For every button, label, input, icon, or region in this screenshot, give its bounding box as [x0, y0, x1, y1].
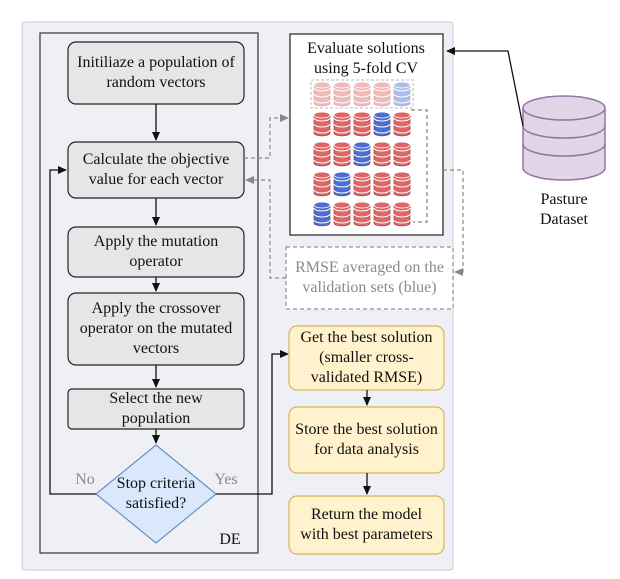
arrow-dataset-cv [446, 47, 524, 127]
training-fold-db-icon [353, 111, 371, 137]
return-model-label: Return the model with best parameters [300, 506, 433, 543]
no-label: No [75, 471, 95, 488]
validation-fold-db-icon [353, 141, 371, 167]
validation-fold-db-icon [313, 201, 331, 227]
return-model-box [288, 495, 445, 555]
cv-fold-grid [310, 79, 414, 227]
training-fold-db-icon [333, 201, 351, 227]
cv-title: Evaluate solutions using 5-fold CV [307, 40, 425, 77]
dataset-cylinder-icon [522, 95, 606, 181]
select-label: Select the new population [109, 390, 203, 427]
training-fold-db-icon [313, 81, 331, 107]
objective-label: Calculate the objective value for each v… [82, 151, 230, 188]
arrow-yes-best [216, 350, 289, 495]
training-fold-db-icon [373, 81, 391, 107]
training-fold-db-icon [313, 111, 331, 137]
training-fold-db-icon [353, 171, 371, 197]
training-fold-db-icon [393, 171, 411, 197]
arrow-no-loop [49, 166, 96, 495]
validation-fold-db-icon [333, 171, 351, 197]
training-fold-db-icon [333, 111, 351, 137]
init-label: Initiliaze a population of random vector… [77, 54, 235, 91]
training-fold-db-icon [353, 201, 371, 227]
training-fold-db-icon [333, 81, 351, 107]
stop-label: Stop criteria satisfied? [116, 475, 196, 512]
store-best-label: Store the best solution for data analysi… [295, 421, 438, 458]
arrow-cv-rmse [443, 169, 464, 276]
original-dataset-row-frame [310, 79, 414, 109]
cv-fold-connector-1 [411, 109, 428, 223]
training-fold-db-icon [373, 201, 391, 227]
rmse-box [285, 246, 454, 310]
rmse-label: RMSE averaged on the validation sets (bl… [295, 259, 444, 296]
arrow-objective-cv [244, 114, 289, 159]
training-fold-db-icon [333, 141, 351, 167]
training-fold-db-icon [393, 111, 411, 137]
dataset-label: Pasture Dataset [540, 191, 588, 228]
stop-diamond [95, 444, 217, 544]
training-fold-db-icon [313, 141, 331, 167]
get-best-label: Get the best solution (smaller cross-val… [300, 329, 433, 386]
training-fold-db-icon [313, 171, 331, 197]
training-fold-db-icon [353, 81, 371, 107]
training-fold-db-icon [393, 141, 411, 167]
mutation-label: Apply the mutation operator [93, 233, 219, 270]
training-fold-db-icon [373, 141, 391, 167]
training-fold-db-icon [393, 201, 411, 227]
arrow-rmse-objective [245, 176, 286, 279]
validation-fold-db-icon [393, 81, 411, 107]
crossover-label: Apply the crossover operator on the muta… [79, 300, 233, 357]
yes-label: Yes [214, 471, 238, 488]
de-container [39, 32, 259, 554]
de-container-label: DE [219, 531, 241, 548]
training-fold-db-icon [373, 171, 391, 197]
validation-fold-db-icon [373, 111, 391, 137]
